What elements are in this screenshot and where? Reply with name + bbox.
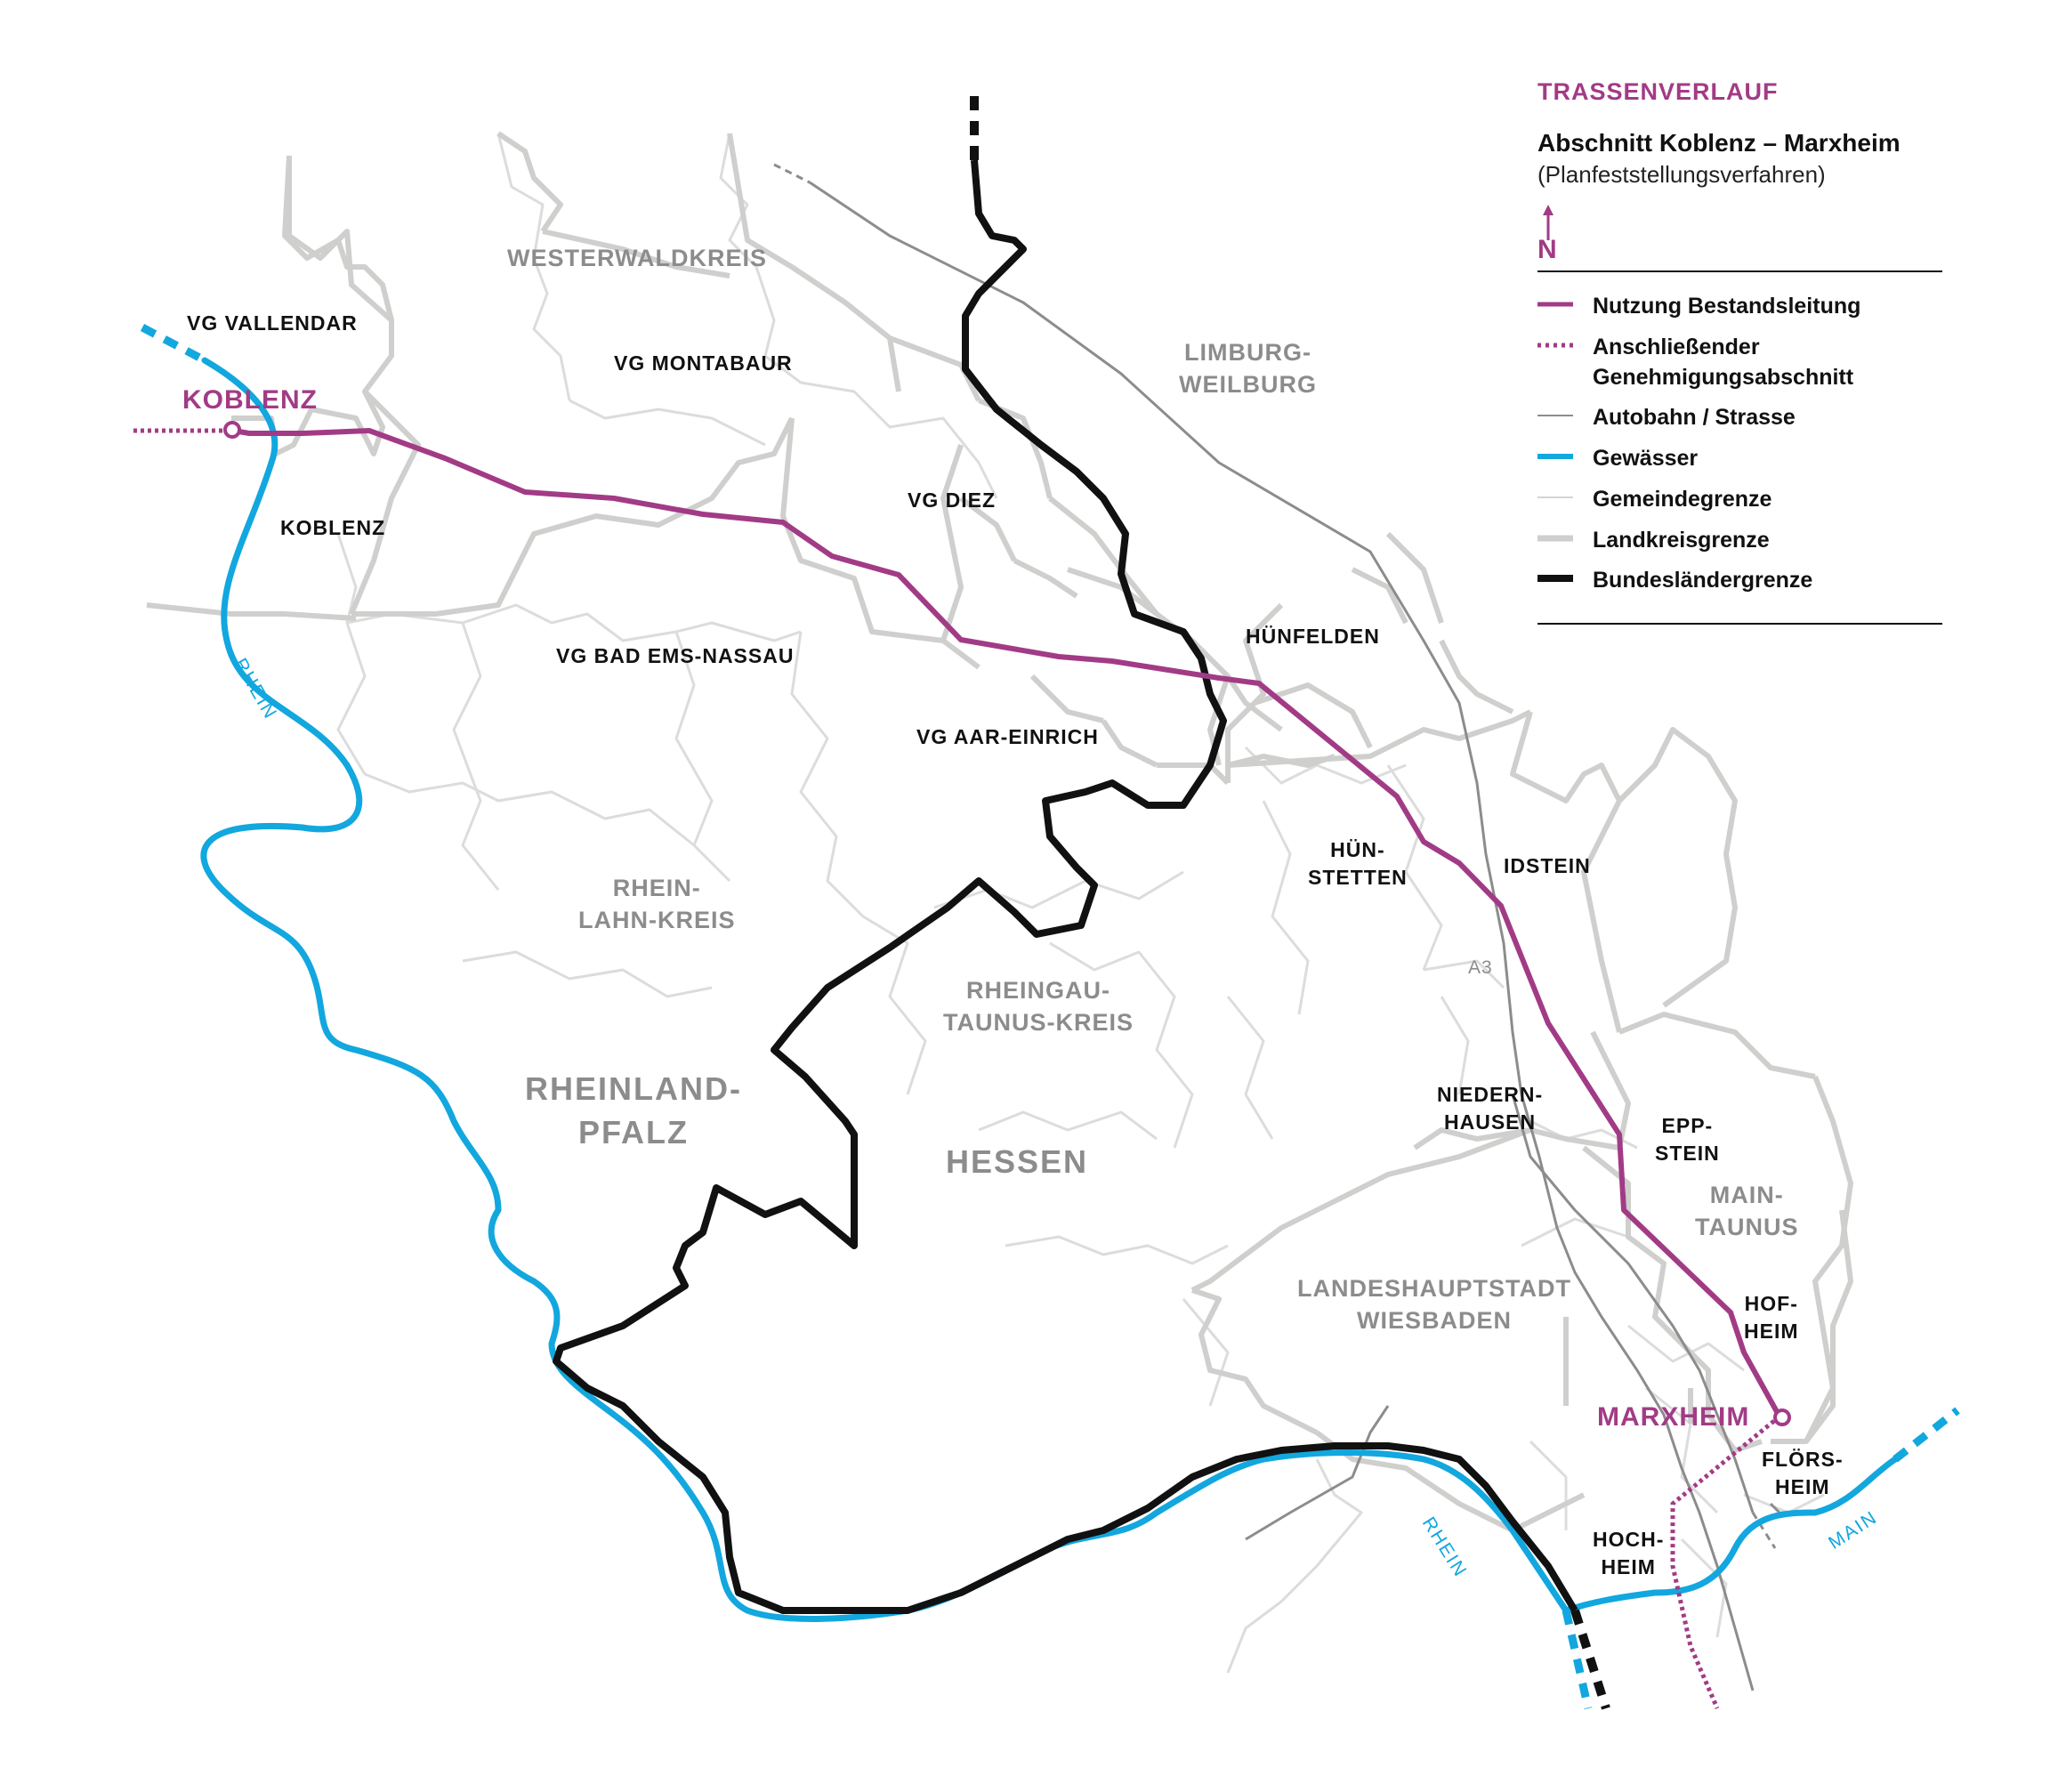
north-arrow: N (1537, 205, 1942, 267)
legend-divider-top (1537, 270, 1942, 272)
legend-item-municipal: Gemeindegrenze (1537, 485, 1942, 515)
label-wiesbaden: LANDESHAUPTSTADT WIESBADEN (1297, 1275, 1571, 1335)
label-vg-vallendar: VG VALLENDAR (187, 311, 358, 335)
main-dashed-east (1893, 1407, 1960, 1463)
label-hessen: HESSEN (946, 1143, 1089, 1180)
label-niedernhausen: NIEDERN- HAUSEN (1437, 1083, 1544, 1134)
label-rheingau-taunus-kreis: RHEINGAU- TAUNUS-KREIS (943, 977, 1134, 1037)
legend-title: TRASSENVERLAUF (1537, 78, 1779, 105)
route-line (231, 428, 1782, 1419)
legend-item-state: Bundesländergrenze (1537, 566, 1942, 596)
marxheim-endpoint (1773, 1409, 1791, 1426)
legend-label-next-section: Anschließender Genehmigungsabschnitt (1593, 334, 1854, 390)
legend-swatch-water (1537, 444, 1573, 467)
label-rheinland-pfalz: RHEINLAND- PFALZ (525, 1070, 742, 1150)
legend-item-water: Gewässer (1537, 444, 1942, 474)
label-a3: A3 (1468, 957, 1493, 978)
legend-label-road: Autobahn / Strasse (1593, 405, 1796, 431)
label-westerwaldkreis: WESTERWALDKREIS (507, 245, 768, 271)
legend: TRASSENVERLAUF Abschnitt Koblenz – Marxh… (1537, 78, 1942, 625)
north-arrow-icon (1543, 205, 1554, 240)
label-koblenz-city: KOBLENZ (182, 385, 318, 415)
legend-swatch-state (1537, 566, 1573, 589)
legend-items: Nutzung Bestandsleitung Anschließender G… (1537, 292, 1942, 596)
label-floersheim: FLÖRS- HEIM (1762, 1448, 1844, 1499)
label-marxheim: MARXHEIM (1597, 1402, 1750, 1432)
label-hofheim: HOF- HEIM (1744, 1292, 1799, 1344)
legend-swatch-route (1537, 292, 1573, 315)
label-vg-montabaur: VG MONTABAUR (614, 351, 793, 375)
road-dashed-north (773, 163, 811, 184)
label-vg-diez: VG DIEZ (908, 488, 997, 512)
legend-label-district: Landkreisgrenze (1593, 527, 1770, 553)
legend-item-route: Nutzung Bestandsleitung (1537, 292, 1942, 322)
label-vg-aar-einrich: VG AAR-EINRICH (916, 725, 1099, 748)
legend-label-municipal: Gemeindegrenze (1593, 486, 1772, 512)
label-koblenz-district: KOBLENZ (280, 516, 386, 539)
koblenz-endpoint (223, 421, 241, 439)
north-label: N (1537, 235, 1557, 264)
legend-item-road: Autobahn / Strasse (1537, 403, 1942, 433)
district-borders (146, 156, 1853, 1533)
label-idstein: IDSTEIN (1504, 854, 1591, 877)
label-vg-bad-ems-nassau: VG BAD EMS-NASSAU (556, 644, 795, 667)
legend-label-water: Gewässer (1593, 446, 1699, 471)
label-main-taunus: MAIN- TAUNUS (1695, 1182, 1799, 1241)
legend-label-route: Nutzung Bestandsleitung (1593, 294, 1861, 319)
label-limburg-weilburg: LIMBURG- WEILBURG (1179, 339, 1317, 399)
municipal-borders (336, 133, 1825, 1674)
route-dotted-east (1670, 1415, 1781, 1709)
state-border-dashed-south (1570, 1609, 1610, 1710)
outer-district-outline (282, 131, 1514, 768)
legend-item-district: Landkreisgrenze (1537, 526, 1942, 556)
legend-swatch-road (1537, 403, 1573, 426)
legend-subtitle: (Planfeststellungsverfahren) (1537, 161, 1826, 188)
label-rhein-lahn-kreis: RHEIN- LAHN-KREIS (578, 875, 736, 934)
label-huenstetten: HÜN- STETTEN (1308, 838, 1408, 890)
rivers (200, 357, 1899, 1622)
label-eppstein: EPP- STEIN (1655, 1114, 1720, 1166)
state-border (553, 159, 1578, 1614)
legend-swatch-district (1537, 526, 1573, 549)
label-hochheim: HOCH- HEIM (1593, 1528, 1665, 1579)
label-huenfelden: HÜNFELDEN (1246, 625, 1380, 648)
road-dashed-south (1751, 1512, 1777, 1549)
rhein-dashed-south (1562, 1610, 1593, 1709)
legend-label-state: Bundesländergrenze (1593, 568, 1813, 593)
rhein-dashed-north (140, 324, 207, 364)
legend-section: Abschnitt Koblenz – Marxheim (1537, 129, 1901, 157)
legend-divider-bottom (1537, 623, 1942, 625)
roads (809, 181, 1781, 1691)
legend-item-next-section: Anschließender Genehmigungsabschnitt (1537, 333, 1942, 393)
legend-swatch-next-section (1537, 333, 1573, 356)
legend-swatch-municipal (1537, 485, 1573, 508)
